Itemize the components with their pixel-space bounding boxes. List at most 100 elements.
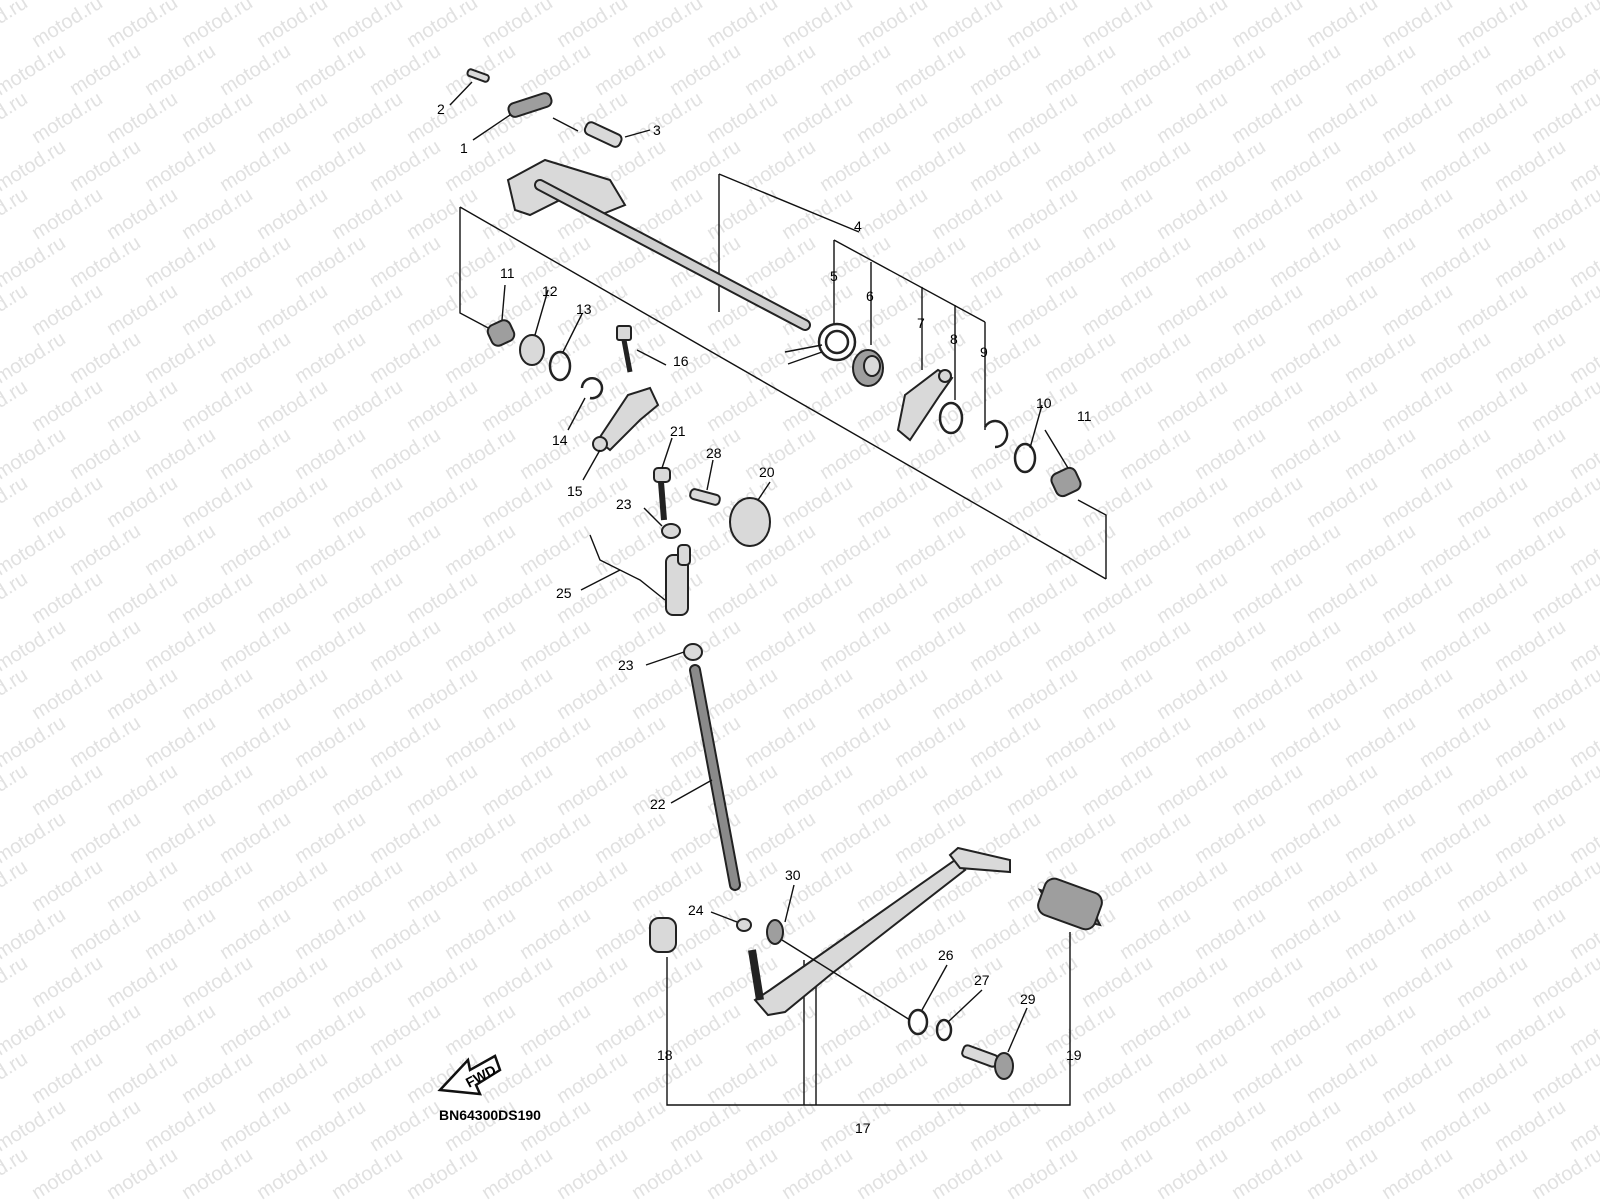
part-19-pedal-rubber	[1037, 877, 1103, 931]
watermark-text: motod.ru	[853, 760, 932, 820]
watermark-text: motod.ru	[1116, 808, 1195, 868]
watermark-text: motod.ru	[1303, 568, 1382, 628]
callout-8: 8	[950, 331, 958, 347]
watermark-text: motod.ru	[1416, 616, 1495, 676]
watermark-text: motod.ru	[703, 664, 782, 724]
watermark-text: motod.ru	[516, 712, 595, 772]
watermark-text: motod.ru	[103, 0, 182, 52]
parts	[466, 68, 1103, 1080]
watermark-text: motod.ru	[103, 952, 182, 1012]
watermark-text: motod.ru	[366, 328, 445, 388]
watermark-text: motod.ru	[441, 424, 520, 484]
watermark-text: motod.ru	[403, 1144, 482, 1200]
watermark-text: motod.ru	[28, 0, 107, 52]
watermark-text: motod.ru	[1453, 280, 1532, 340]
watermark-text: motod.ru	[891, 520, 970, 580]
watermark-text: motod.ru	[1378, 856, 1457, 916]
watermark-text: motod.ru	[1453, 472, 1532, 532]
watermark-text: motod.ru	[1378, 568, 1457, 628]
callout-16: 16	[673, 353, 689, 369]
watermark-text: motod.ru	[853, 280, 932, 340]
watermark-text: motod.ru	[553, 1144, 632, 1200]
watermark-text: motod.ru	[1453, 664, 1532, 724]
watermark-text: motod.ru	[103, 856, 182, 916]
watermark-text: motod.ru	[1528, 88, 1600, 148]
watermark-text: motod.ru	[178, 664, 257, 724]
watermark-text: motod.ru	[1453, 856, 1532, 916]
callout-14: 14	[552, 432, 568, 448]
watermark-text: motod.ru	[1416, 1000, 1495, 1060]
watermark-text: motod.ru	[66, 1096, 145, 1156]
watermark-text: motod.ru	[28, 1144, 107, 1200]
watermark-text: motod.ru	[216, 616, 295, 676]
watermark-text: motod.ru	[891, 712, 970, 772]
callout-11-left: 11	[500, 265, 515, 281]
watermark-text: motod.ru	[666, 40, 745, 100]
watermark-text: motod.ru	[0, 136, 70, 196]
watermark-text: motod.ru	[966, 232, 1045, 292]
watermark-text: motod.ru	[366, 712, 445, 772]
callout-19: 19	[1066, 1047, 1082, 1063]
watermark-text: motod.ru	[1491, 712, 1570, 772]
callout-labels: 1 2 3 4 5 6 7 8 9 10 11 11 12 13 14 15 1…	[437, 101, 1092, 1136]
watermark-text: motod.ru	[853, 1048, 932, 1108]
callout-28: 28	[706, 445, 722, 461]
watermark-text: motod.ru	[1191, 904, 1270, 964]
watermark-text: motod.ru	[1303, 760, 1382, 820]
watermark-text: motod.ru	[928, 184, 1007, 244]
part-29-pivot-bolt	[961, 1044, 1014, 1080]
watermark-text: motod.ru	[478, 664, 557, 724]
watermark-text: motod.ru	[553, 1048, 632, 1108]
watermark-text: motod.ru	[741, 616, 820, 676]
watermark-text: motod.ru	[1341, 1000, 1420, 1060]
watermark-text: motod.ru	[1528, 280, 1600, 340]
watermark-text: motod.ru	[0, 616, 70, 676]
watermark-text: motod.ru	[1228, 0, 1307, 52]
part-6-collar	[852, 349, 884, 387]
watermark-text: motod.ru	[291, 904, 370, 964]
watermark-text: motod.ru	[403, 280, 482, 340]
watermark-text: motod.ru	[703, 568, 782, 628]
watermark-text: motod.ru	[478, 376, 557, 436]
watermark-text: motod.ru	[1041, 520, 1120, 580]
watermark-text: motod.ru	[291, 520, 370, 580]
watermark-text: motod.ru	[741, 136, 820, 196]
watermark-text: motod.ru	[216, 232, 295, 292]
watermark-text: motod.ru	[216, 904, 295, 964]
watermark-text: motod.ru	[0, 856, 32, 916]
callout-21: 21	[670, 423, 686, 439]
part-15-shift-arm	[592, 386, 660, 452]
watermark-text: motod.ru	[291, 1000, 370, 1060]
watermark-text: motod.ru	[28, 280, 107, 340]
watermark-text: motod.ru	[366, 136, 445, 196]
watermark-text: motod.ru	[28, 856, 107, 916]
watermark-text: motod.ru	[253, 88, 332, 148]
watermark-text: motod.ru	[1266, 616, 1345, 676]
callout-26: 26	[938, 947, 954, 963]
part-11-bearing-right	[1050, 466, 1082, 498]
watermark-text: motod.ru	[1003, 88, 1082, 148]
watermark-text: motod.ru	[1378, 280, 1457, 340]
part-30-washer	[766, 919, 784, 945]
part-22-shift-rod	[689, 664, 741, 891]
part-24-nut	[736, 918, 752, 932]
watermark-text: motod.ru	[1003, 760, 1082, 820]
watermark-text: motod.ru	[253, 760, 332, 820]
watermark-text: motod.ru	[741, 424, 820, 484]
watermark-text: motod.ru	[66, 232, 145, 292]
watermark-text: motod.ru	[141, 808, 220, 868]
watermark-text: motod.ru	[778, 0, 857, 52]
watermark-text: motod.ru	[1228, 1144, 1307, 1200]
watermark-text: motod.ru	[816, 40, 895, 100]
watermark-text: motod.ru	[366, 1000, 445, 1060]
watermark-text: motod.ru	[816, 232, 895, 292]
watermark-text: motod.ru	[216, 1096, 295, 1156]
diagram-code: BN64300DS190	[439, 1107, 541, 1123]
watermark-text: motod.ru	[966, 424, 1045, 484]
watermark-text: motod.ru	[66, 520, 145, 580]
watermark-text: motod.ru	[0, 952, 32, 1012]
watermark-text: motod.ru	[816, 1000, 895, 1060]
watermark-text: motod.ru	[141, 40, 220, 100]
watermark-text: motod.ru	[28, 184, 107, 244]
watermark-text: motod.ru	[366, 616, 445, 676]
